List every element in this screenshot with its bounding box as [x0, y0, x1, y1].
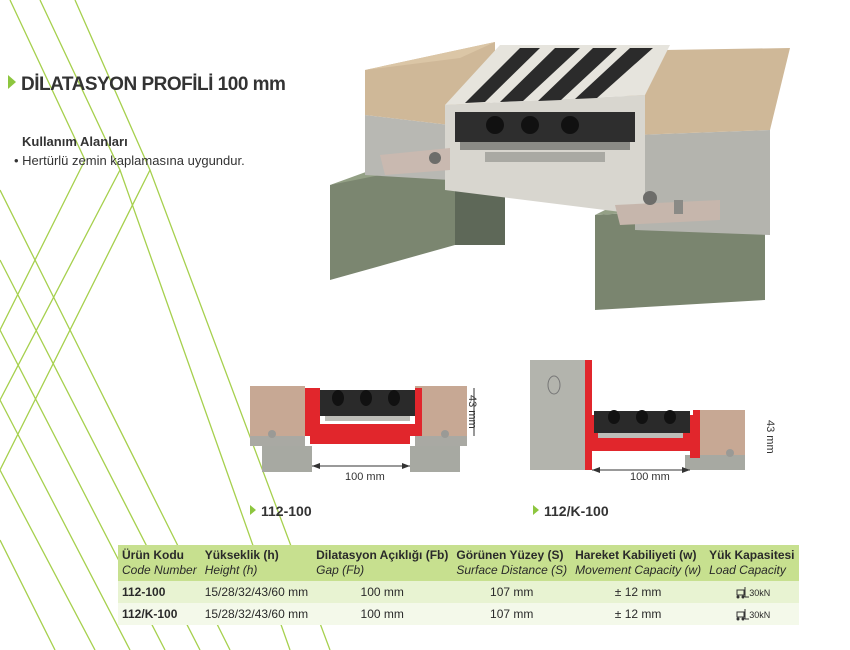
title-arrow-icon — [8, 75, 16, 89]
th-surface: Görünen Yüzey (S)Surface Distance (S) — [452, 545, 572, 581]
table-row: 112/K-100 15/28/32/43/60 mm 100 mm 107 m… — [118, 603, 799, 625]
cell-load: 30kN — [705, 603, 799, 625]
diagram2-gap-label: 100 mm — [630, 471, 670, 483]
cell-movement: ± 12 mm — [571, 603, 706, 625]
section-diagram-112-k-100 — [530, 360, 745, 473]
product-3d-illustration — [330, 42, 790, 310]
cell-surface: 107 mm — [452, 603, 572, 625]
cell-gap: 100 mm — [312, 603, 453, 625]
page-title: DİLATASYON PROFİLİ 100 mm — [8, 74, 286, 96]
usage-heading: Kullanım Alanları — [22, 134, 128, 149]
cell-load: 30kN — [705, 581, 799, 603]
caption-arrow-icon — [250, 505, 256, 515]
cell-movement: ± 12 mm — [571, 581, 706, 603]
diagram2-height-label: 43 mm — [764, 420, 776, 454]
table-row: 112-100 15/28/32/43/60 mm 100 mm 107 mm … — [118, 581, 799, 603]
th-height: Yükseklik (h)Height (h) — [200, 545, 313, 581]
cell-code: 112/K-100 — [118, 603, 201, 625]
caption-arrow-icon — [533, 505, 539, 515]
cell-gap: 100 mm — [312, 581, 453, 603]
forklift-icon — [736, 608, 750, 621]
cell-height: 15/28/32/43/60 mm — [200, 603, 313, 625]
th-gap: Dilatasyon Açıklığı (Fb)Gap (Fb) — [312, 545, 453, 581]
section-diagram-112-100 — [250, 386, 475, 472]
cell-height: 15/28/32/43/60 mm — [200, 581, 313, 603]
diagram1-caption: 112-100 — [250, 503, 312, 519]
diagram1-gap-label: 100 mm — [345, 471, 385, 483]
cell-surface: 107 mm — [452, 581, 572, 603]
cell-code: 112-100 — [118, 581, 201, 603]
usage-item: • Hertürlü zemin kaplamasına uygundur. — [14, 153, 245, 168]
th-movement: Hareket Kabiliyeti (w)Movement Capacity … — [571, 545, 706, 581]
diagram2-caption: 112/K-100 — [533, 503, 609, 519]
diagram1-height-label: 43 mm — [466, 395, 478, 429]
forklift-icon — [736, 586, 750, 599]
